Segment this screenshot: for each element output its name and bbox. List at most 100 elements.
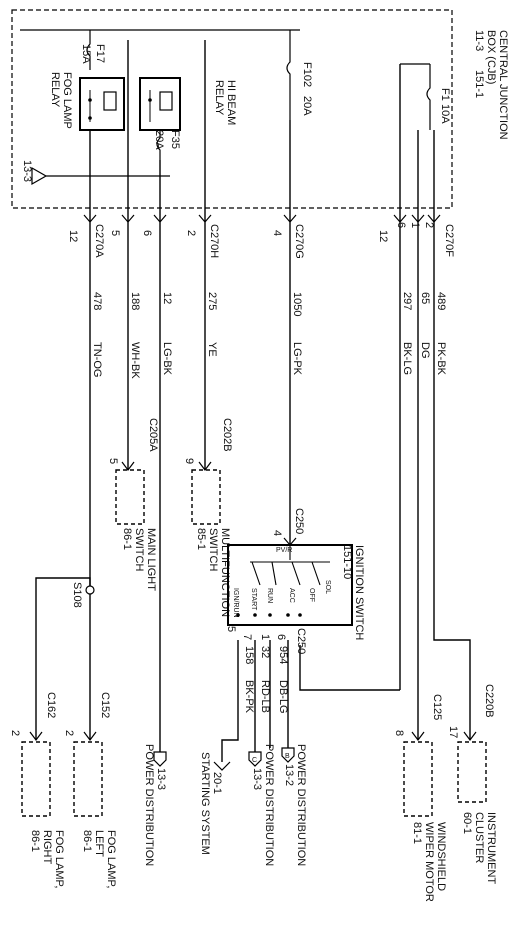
circuit-w3: 275 xyxy=(206,292,218,310)
fuse-f35-id: F35 xyxy=(169,130,181,149)
ign-out-pin-1: 7 xyxy=(241,634,253,640)
fog-right-name-2: RIGHT xyxy=(41,830,53,865)
circuit-w0: 478 xyxy=(91,292,103,310)
ignition-connector-in: C250 xyxy=(293,508,305,534)
fog-right-pin: 2 xyxy=(9,730,21,736)
ignition-name-1: IGNITION SWITCH xyxy=(353,545,365,640)
multifunction-connector: C202B xyxy=(221,418,233,452)
cluster-pin: 17 xyxy=(447,726,459,738)
color-w0: TN-OG xyxy=(91,342,103,377)
starting-label: STARTING SYSTEM xyxy=(199,752,211,855)
pin-w7: 1 xyxy=(409,222,421,228)
main-light-name-3: 86-1 xyxy=(121,528,133,550)
main-light-pin: 5 xyxy=(107,458,119,464)
fog-left-pin: 2 xyxy=(63,730,75,736)
fuse-f1: F1 10A xyxy=(426,64,451,130)
ign-pos-run: RUN xyxy=(266,588,273,603)
ignition-switch: IGN/RUN START RUN ACC OFF SOL PV/R C250 … xyxy=(227,508,365,654)
cjb-ref-13-3-label: 13-3 xyxy=(21,160,33,182)
instrument-cluster: C220B 17 INSTRUMENT CLUSTER 60-1 xyxy=(447,684,497,884)
fog-lamp-left: C152 2 FOG LAMP, LEFT 86-1 xyxy=(63,692,117,888)
circuit-w2: 12 xyxy=(161,292,173,304)
connector-c270h: C270H xyxy=(208,224,220,258)
circuit-w4: 1050 xyxy=(291,292,303,316)
wire-runs xyxy=(35,40,471,762)
fuse-f1-rating: 10A xyxy=(439,104,451,124)
color-w7: DG xyxy=(419,342,431,359)
cjb-title-line-3: 11-3 xyxy=(473,30,485,51)
splice-s108: S108 xyxy=(71,582,95,608)
wiper-pin: 8 xyxy=(393,730,405,736)
fuse-f17-id: F17 xyxy=(94,44,106,63)
fuse-f1-id: F1 xyxy=(439,88,451,101)
cjb-ref-13-3: 13-3 xyxy=(21,160,170,186)
circuit-w1: 188 xyxy=(129,292,141,310)
hi-beam-relay: HI BEAM RELAY xyxy=(139,77,237,131)
ignition-name-2: 151-10 xyxy=(341,545,353,579)
connector-arrows xyxy=(83,214,441,223)
wiper-name-2: WIPER MOTOR xyxy=(423,822,435,902)
pd3-label: POWER DISTRIBUTION xyxy=(295,744,307,866)
pd2-ref: 13-3 xyxy=(251,768,263,790)
fuse-f17-rating: 15A xyxy=(80,44,92,64)
multifunction-name-3: 85-1 xyxy=(195,528,207,550)
ign-pos-acc: ACC xyxy=(288,588,295,603)
fuse-f35: F35 20A xyxy=(153,130,181,160)
color-w3: YE xyxy=(206,342,218,357)
cjb-title-line-2: BOX (CJB) xyxy=(485,30,497,84)
wiper-connector: C125 xyxy=(431,694,443,720)
cjb-title-line-1: CENTRAL JUNCTION xyxy=(497,30,509,140)
circuit-w6: 297 xyxy=(401,292,413,310)
ign-out-circuit-1: 158 xyxy=(243,646,255,664)
power-distribution-2: C 13-3 POWER DISTRIBUTION xyxy=(248,744,275,866)
pd1-ref: 13-3 xyxy=(155,768,167,790)
ign-pvr: PV/R xyxy=(276,547,292,554)
fog-left-connector: C152 xyxy=(99,692,111,718)
ign-out-color-3: DB-LG xyxy=(277,680,289,714)
color-w2: LG-BK xyxy=(161,342,173,376)
fuse-f102: F102 20A xyxy=(286,30,313,120)
circuit-w7: 65 xyxy=(419,292,431,304)
multifunction-pin: 9 xyxy=(183,458,195,464)
pin-w0: 12 xyxy=(67,230,79,242)
cluster-name-1: INSTRUMENT xyxy=(485,812,497,884)
color-w1: WH-BK xyxy=(129,342,141,379)
pin-w4: 4 xyxy=(271,230,283,236)
pd2-mark: C xyxy=(252,757,257,764)
fog-left-name-1: FOG LAMP, xyxy=(105,830,117,888)
main-light-name-2: SWITCH xyxy=(133,528,145,571)
pin-w3: 2 xyxy=(185,230,197,236)
color-w4: LG-PK xyxy=(291,342,303,376)
ignition-connector-out: C250 xyxy=(295,628,307,654)
pd2-label: POWER DISTRIBUTION xyxy=(263,744,275,866)
fuse-f35-rating: 20A xyxy=(153,130,165,150)
central-junction-box-outline xyxy=(11,9,453,209)
cjb-title-line-4: 151-1 xyxy=(473,70,485,98)
ign-out-circuit-3: 954 xyxy=(277,646,289,664)
starting-ref: 20-1 xyxy=(211,772,223,794)
fog-right-connector: C162 xyxy=(45,692,57,718)
ign-pos-start: START xyxy=(250,588,257,611)
fuse-f17: F17 15A xyxy=(80,30,106,70)
fog-lamp-right: C162 2 FOG LAMP, RIGHT 86-1 xyxy=(9,692,65,888)
connector-c270g: C270G xyxy=(293,224,305,259)
multifunction-switch: C202B 9 MULTIFUNCTION SWITCH 85-1 xyxy=(183,418,233,617)
fog-relay-name-2: RELAY xyxy=(49,72,61,108)
central-box-title: CENTRAL JUNCTION BOX (CJB) 11-3 151-1 xyxy=(473,30,509,140)
main-light-name-1: MAIN LIGHT xyxy=(145,528,157,591)
fog-right-name-1: FOG LAMP, xyxy=(53,830,65,888)
pin-w8: 2 xyxy=(423,222,435,228)
power-distribution-1: 13-3 POWER DISTRIBUTION xyxy=(143,744,167,866)
pin-w1: 5 xyxy=(109,230,121,236)
cluster-name-2: CLUSTER xyxy=(473,812,485,863)
windshield-wiper-motor: C125 8 WINDSHIELD WIPER MOTOR 81-1 xyxy=(393,694,447,902)
multifunction-name-1: MULTIFUNCTION xyxy=(219,528,231,617)
pin-w2: 6 xyxy=(141,230,153,236)
fuse-f102-id: F102 xyxy=(301,62,313,87)
multifunction-name-2: SWITCH xyxy=(207,528,219,571)
pin-w6: 6 xyxy=(395,222,407,228)
fog-left-name-2: LEFT xyxy=(93,830,105,857)
fuse-f102-rating: 20A xyxy=(301,96,313,116)
ign-out-pin-2: 1 xyxy=(259,634,271,640)
